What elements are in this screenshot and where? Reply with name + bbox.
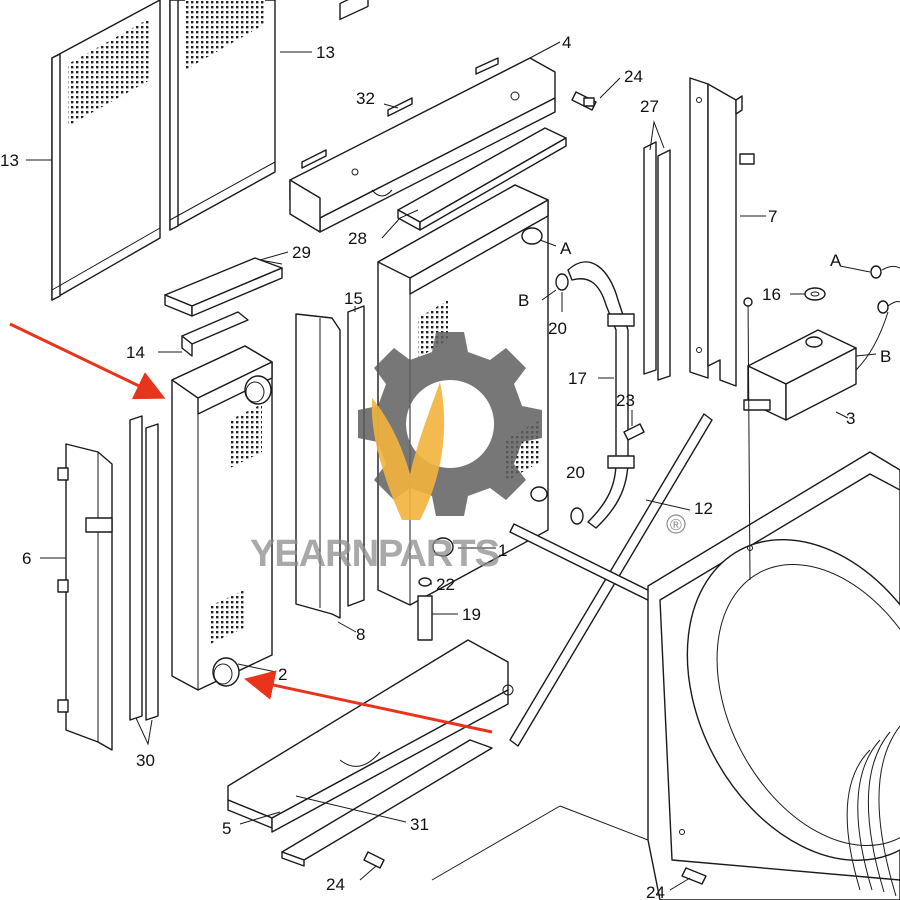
- bolt-24-bottom-left: [363, 851, 385, 869]
- rod-tank-mount: [743, 297, 753, 581]
- fan-guard: [846, 725, 900, 897]
- callout-22: 22: [436, 575, 455, 594]
- pipe-19: [417, 595, 433, 641]
- callout-labels: 13 13 4 24 32 27 7 28 29 15 A A B B 20 2…: [0, 33, 891, 900]
- callout-B-right: B: [880, 347, 891, 366]
- clamp-20-lower: [570, 507, 584, 525]
- screen-panel-left: [51, 0, 161, 301]
- leader-lines: [26, 41, 877, 891]
- washer-22: [418, 577, 432, 587]
- fan-shroud: [647, 451, 900, 900]
- callout-7: 7: [768, 207, 777, 226]
- callout-B-left: B: [518, 291, 529, 310]
- callout-20-upper: 20: [548, 319, 567, 338]
- seal-strip-31: [281, 739, 493, 867]
- red-arrow-bottom: [244, 670, 493, 734]
- callout-A-left: A: [560, 239, 572, 258]
- bracket-14: [181, 311, 249, 357]
- watermark-brand-text: YEARNPARTS: [250, 533, 499, 575]
- side-bracket-left: [57, 443, 113, 751]
- seal-strips-28: [397, 127, 567, 231]
- watermark-registered-mark: ®: [670, 517, 682, 534]
- callout-24-bottom-left: 24: [326, 875, 345, 894]
- seal-strip-15: [347, 305, 365, 607]
- callout-31: 31: [410, 815, 429, 834]
- callout-1: 1: [498, 541, 507, 560]
- watermark: YEARNPARTS ®: [250, 332, 686, 575]
- callout-28: 28: [348, 229, 367, 248]
- top-bracket: [289, 0, 556, 233]
- callout-29: 29: [292, 243, 311, 262]
- side-bracket-right: [689, 77, 755, 387]
- callout-2: 2: [278, 665, 287, 684]
- callout-5: 5: [222, 819, 231, 838]
- callout-4: 4: [562, 33, 571, 52]
- callout-30: 30: [136, 751, 155, 770]
- callout-17: 17: [568, 369, 587, 388]
- callout-6: 6: [22, 549, 31, 568]
- seal-strips-29: [164, 257, 283, 317]
- bolt-24-top: [571, 91, 597, 111]
- callout-12: 12: [694, 499, 713, 518]
- seal-strips-27: [643, 141, 671, 381]
- callout-32: 32: [356, 89, 375, 108]
- clamp-20-upper: [555, 273, 569, 291]
- callout-13-right: 13: [316, 43, 335, 62]
- callout-27: 27: [640, 97, 659, 116]
- callout-16: 16: [762, 285, 781, 304]
- hose-17: [567, 261, 635, 529]
- callout-13-left: 13: [0, 151, 19, 170]
- aftercooler-2: [171, 345, 273, 691]
- cap-16: [804, 287, 826, 301]
- lower-frame-5: [227, 639, 514, 833]
- callout-A-right: A: [830, 251, 842, 270]
- registered-mark-circle: [666, 514, 686, 534]
- seal-strips-30: [129, 415, 159, 721]
- callout-24-bottom-right: 24: [646, 883, 665, 900]
- bolt-23: [623, 423, 645, 441]
- callout-20-lower: 20: [566, 463, 585, 482]
- red-arrow-top: [9, 322, 166, 400]
- callout-19: 19: [462, 605, 481, 624]
- callout-3: 3: [846, 409, 855, 428]
- callout-15: 15: [344, 289, 363, 308]
- callout-24-top: 24: [624, 67, 643, 86]
- bolt-24-bottom-right: [681, 867, 707, 885]
- callout-14: 14: [126, 343, 145, 362]
- reserve-tank-3: [743, 329, 857, 421]
- hose-ends-A-B-right: [855, 265, 900, 371]
- side-shroud-8: [295, 313, 341, 619]
- flame-logo-icon: [371, 382, 445, 520]
- callout-8: 8: [356, 625, 365, 644]
- callout-23: 23: [616, 391, 635, 410]
- screen-panel-right: [169, 0, 276, 231]
